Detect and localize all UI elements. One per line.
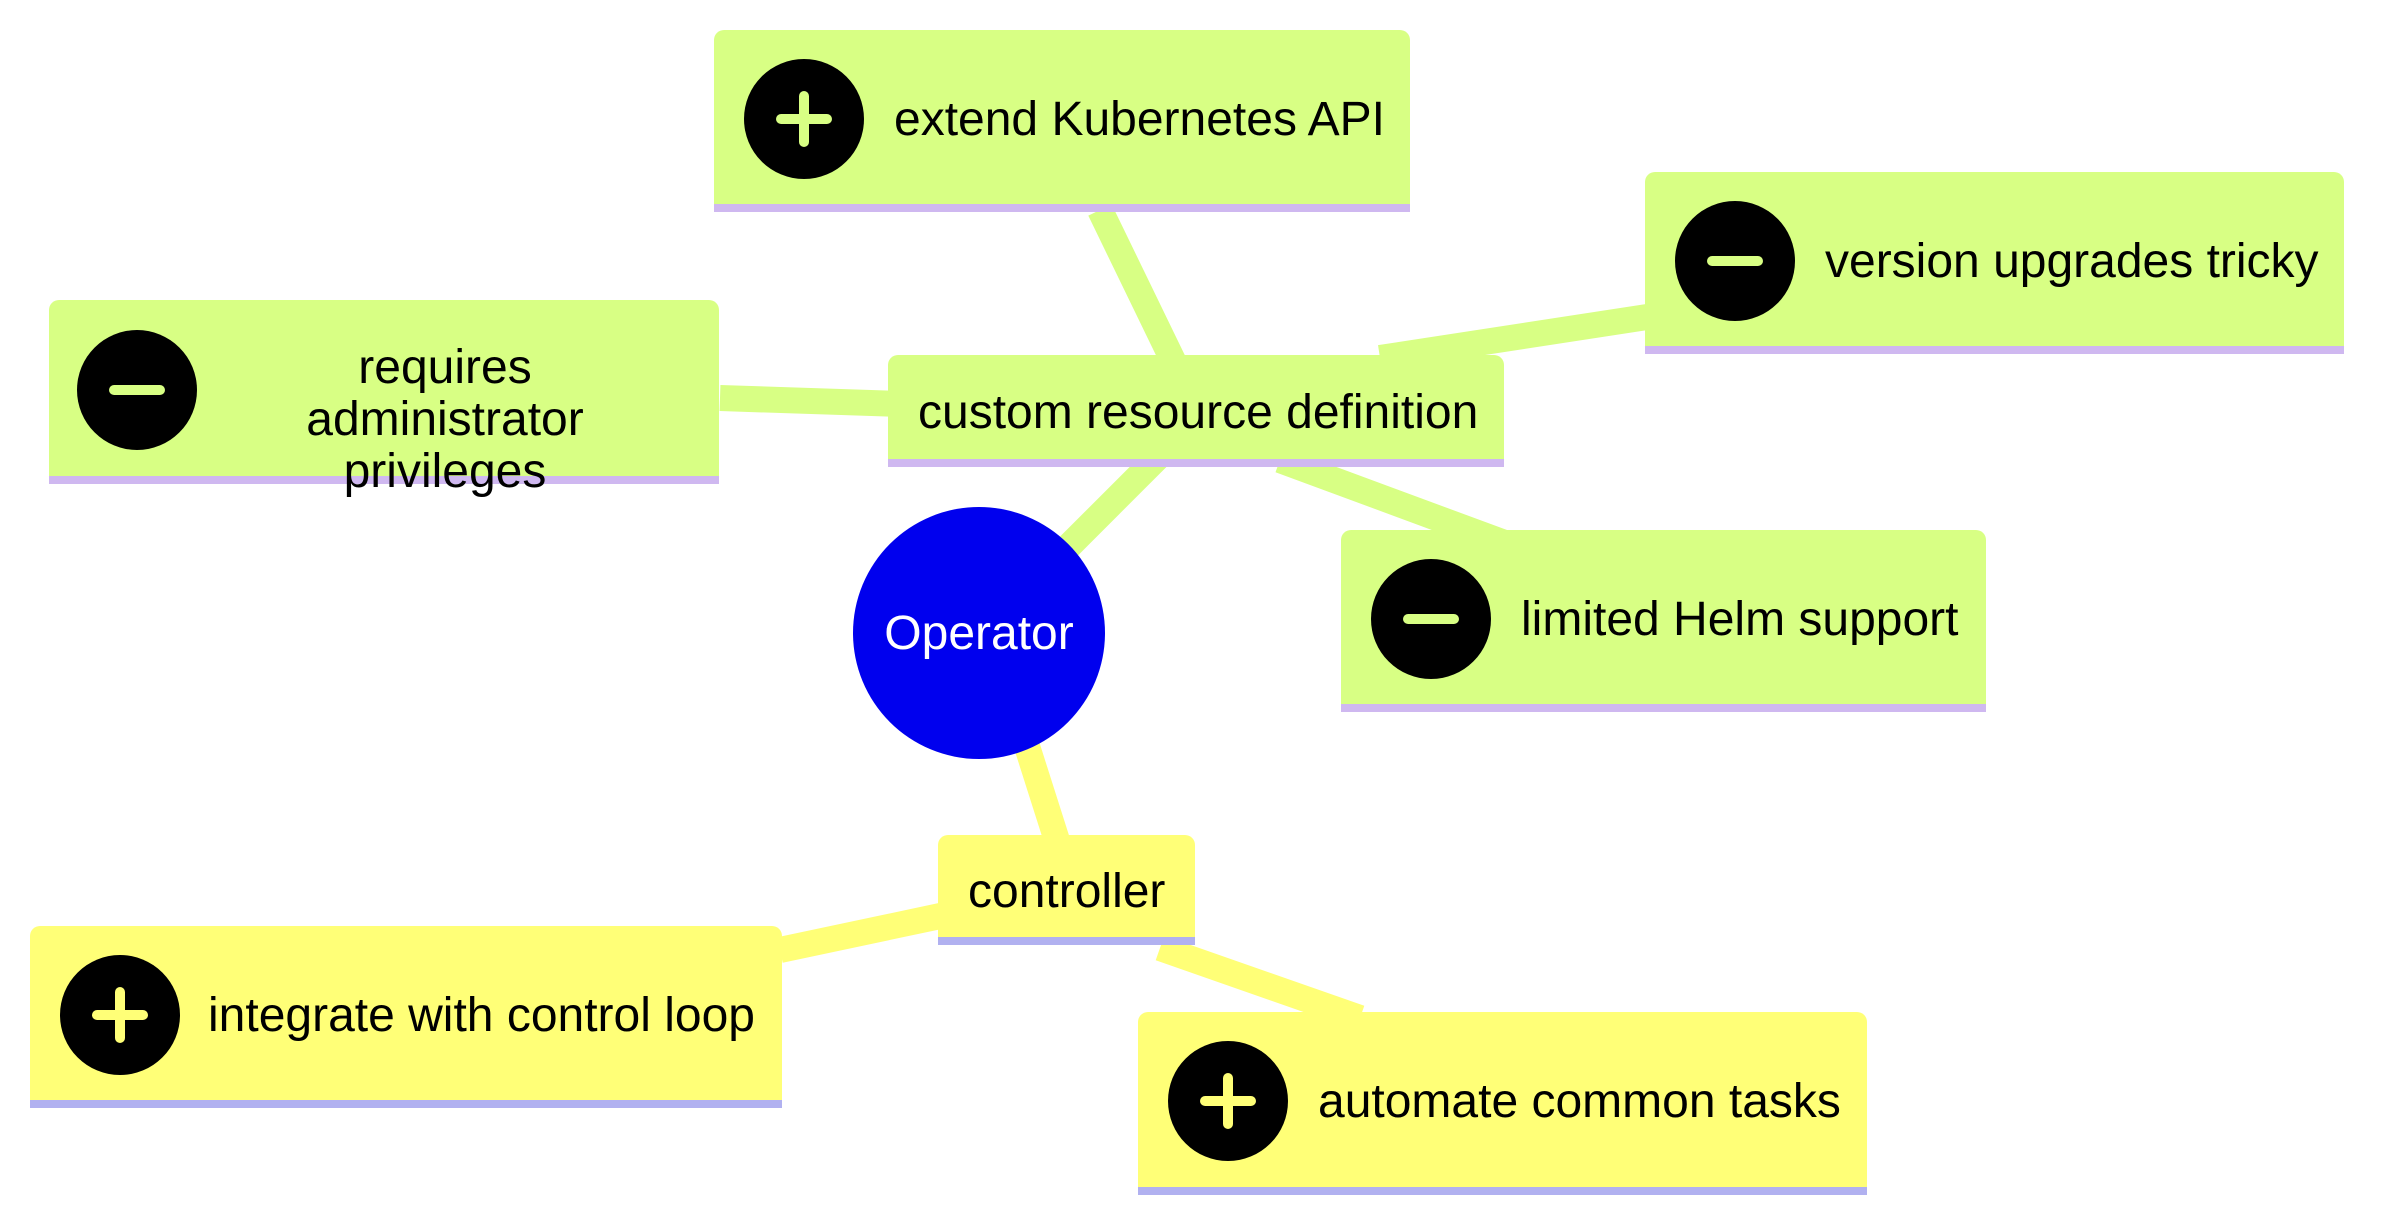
- node-controller[interactable]: controller: [938, 835, 1195, 945]
- root-node-label: Operator: [884, 606, 1074, 660]
- node-label: custom resource definition: [918, 386, 1479, 439]
- connector-root-controller: [1012, 736, 1073, 854]
- plus-icon: [60, 955, 180, 1075]
- node-limited-helm-support[interactable]: limited Helm support: [1341, 530, 1986, 712]
- connector-controller-control-loop: [777, 902, 948, 963]
- connector-controller-automate: [1155, 935, 1365, 1031]
- node-extend-kubernetes-api[interactable]: extend Kubernetes API: [714, 30, 1410, 212]
- node-version-upgrades-tricky[interactable]: version upgrades tricky: [1645, 172, 2344, 354]
- connector-crd-version-upgrades: [1378, 302, 1662, 371]
- node-automate-common-tasks[interactable]: automate common tasks: [1138, 1012, 1867, 1195]
- connector-root-crd: [1050, 445, 1170, 565]
- plus-icon: [1168, 1041, 1288, 1161]
- node-label: automate common tasks: [1318, 1075, 1841, 1128]
- root-node-operator[interactable]: Operator: [853, 507, 1105, 759]
- node-custom-resource-definition[interactable]: custom resource definition: [888, 355, 1504, 467]
- node-requires-administrator-privileges[interactable]: requires administrator privileges: [49, 300, 719, 498]
- node-label: integrate with control loop: [208, 989, 755, 1042]
- minus-icon: [1675, 201, 1795, 321]
- connector-crd-extend-api: [1088, 204, 1192, 381]
- node-label: limited Helm support: [1521, 593, 1959, 646]
- plus-icon: [744, 59, 864, 179]
- connector-crd-admin-privileges: [719, 385, 901, 417]
- minus-icon: [77, 330, 197, 450]
- node-integrate-with-control-loop[interactable]: integrate with control loop: [30, 926, 782, 1108]
- node-label: version upgrades tricky: [1825, 235, 2319, 288]
- node-label: controller: [968, 865, 1166, 918]
- minus-icon: [1371, 559, 1491, 679]
- node-label: requires administrator privileges: [306, 341, 584, 498]
- node-label: extend Kubernetes API: [894, 93, 1386, 146]
